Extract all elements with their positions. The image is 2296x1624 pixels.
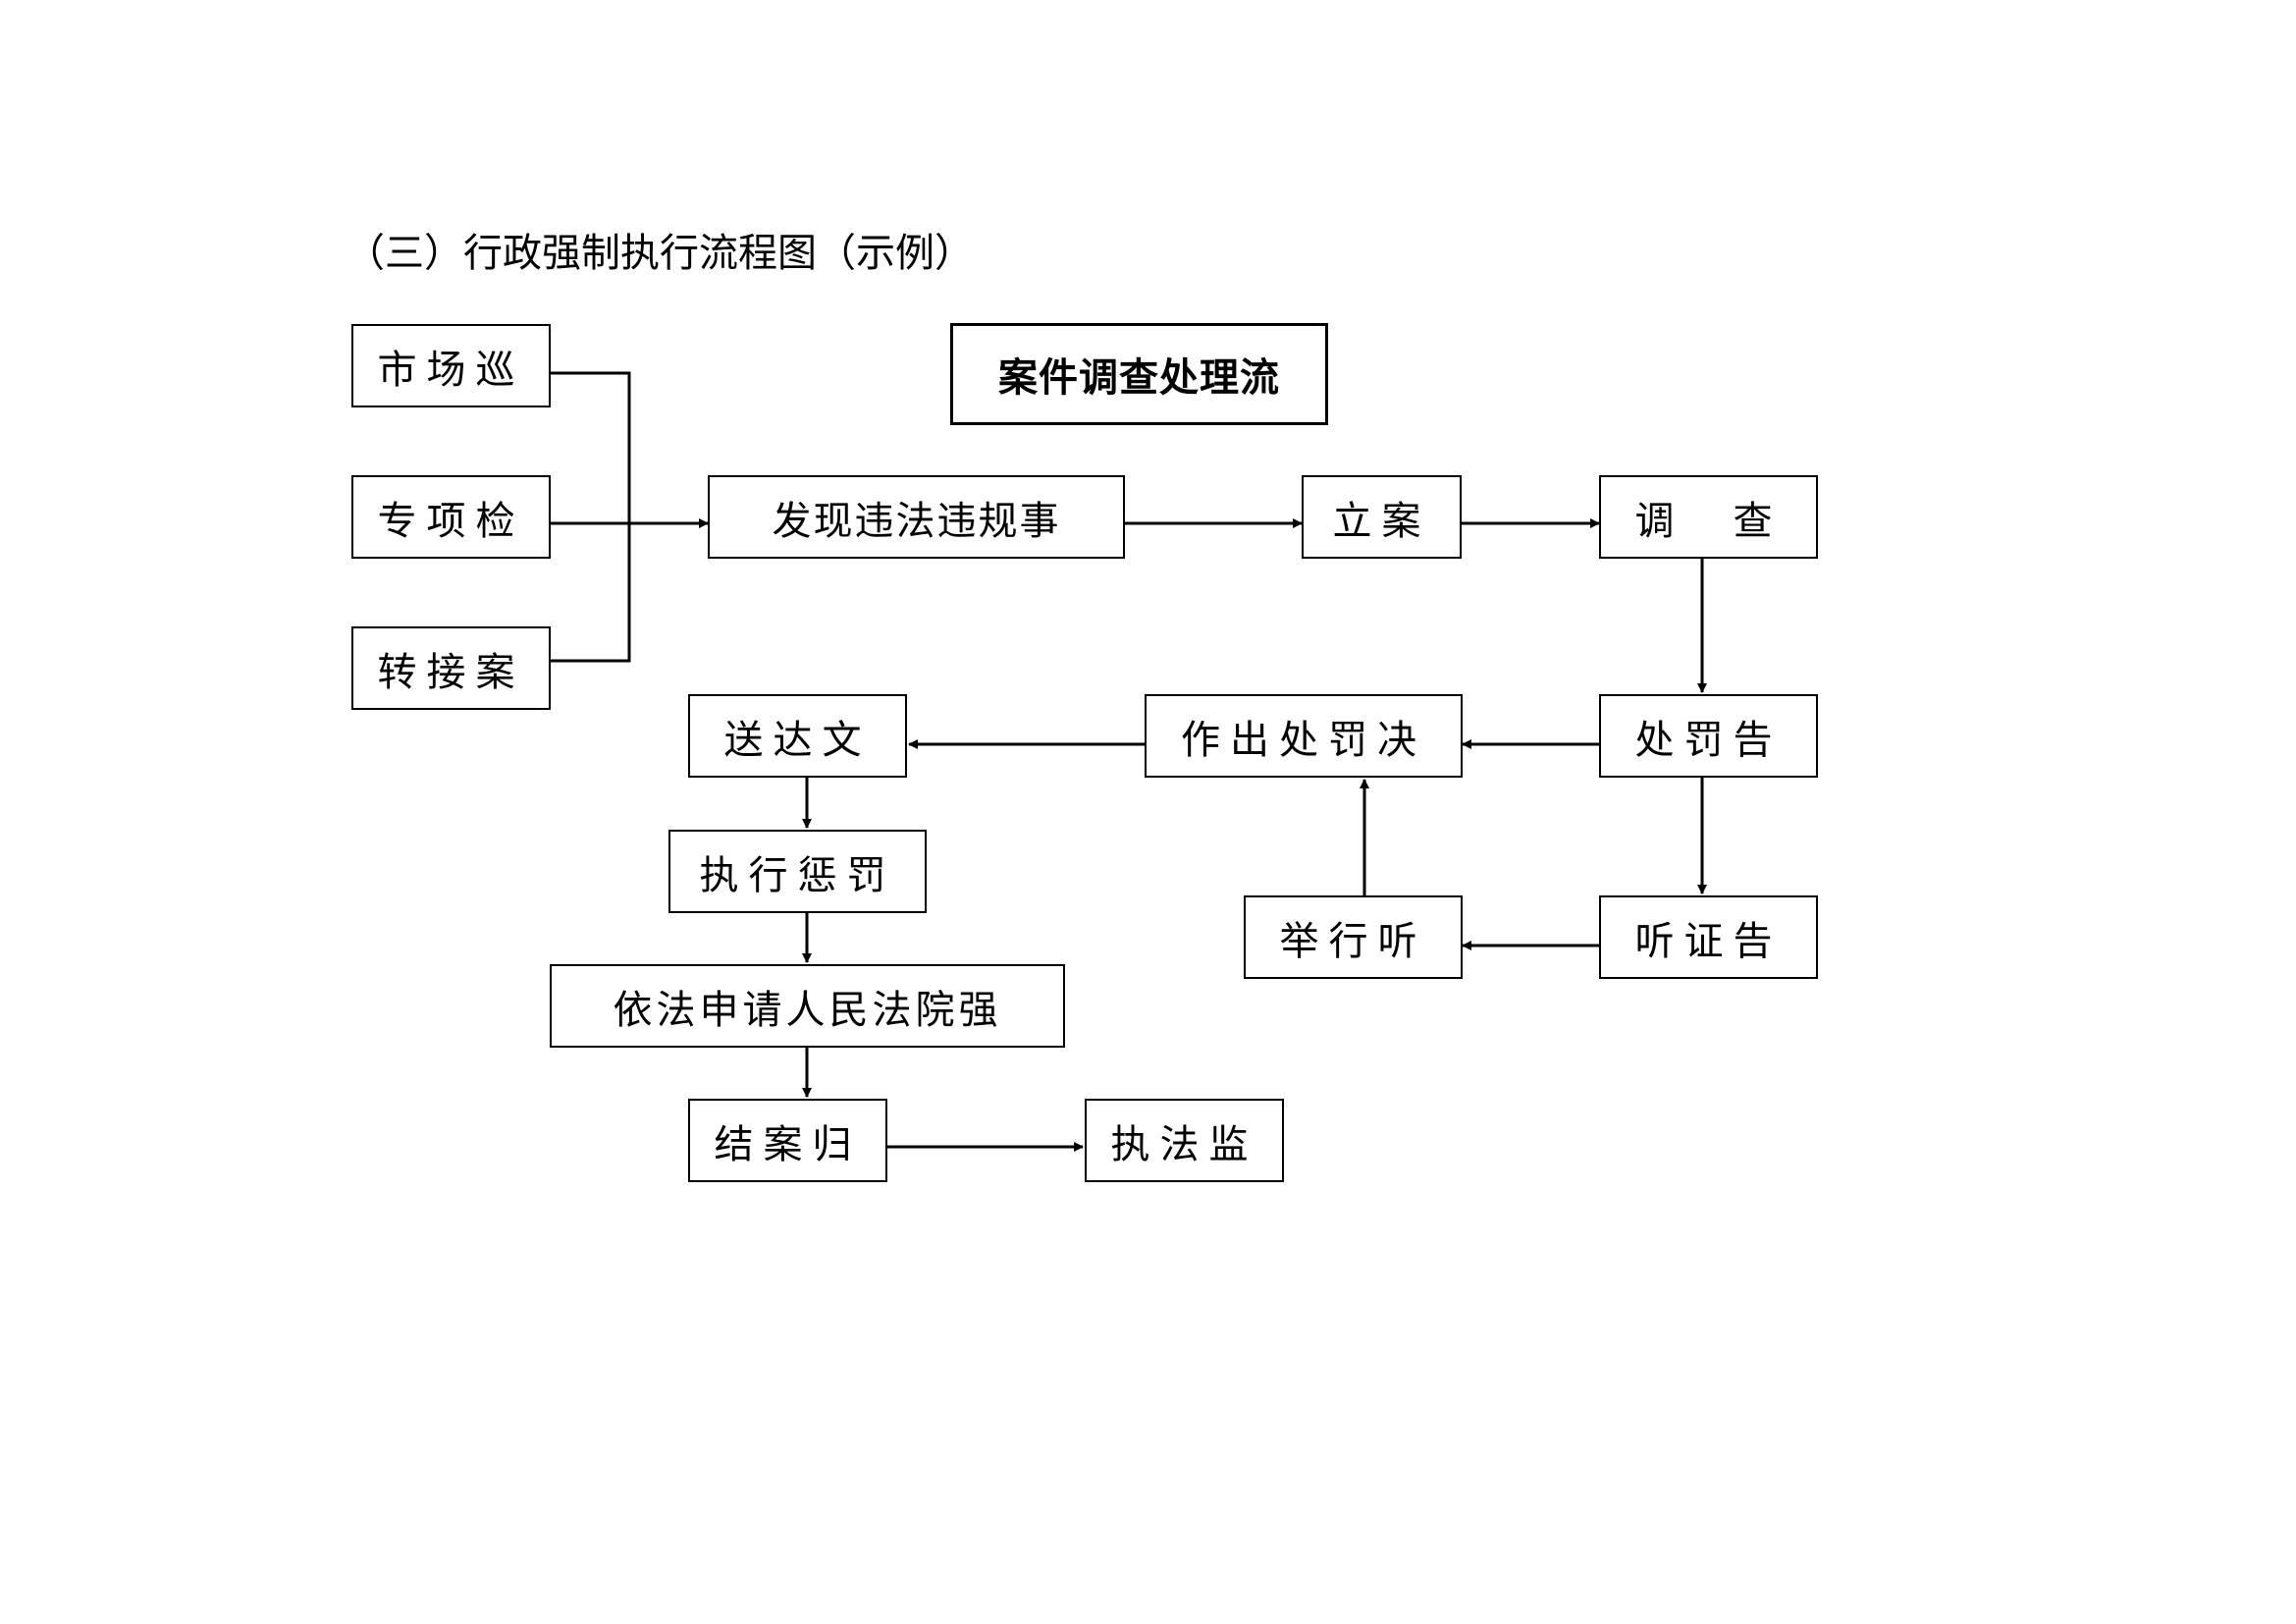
- hearing-notice-box: 听证告: [1599, 895, 1818, 979]
- deliver-document-box: 送达文: [688, 694, 907, 778]
- market-patrol-label: 市场巡: [377, 347, 525, 393]
- execute-penalty-label: 执行惩罚: [699, 852, 896, 898]
- transfer-case-box: 转接案: [351, 626, 551, 710]
- heading-box: 案件调查处理流: [950, 323, 1328, 425]
- execute-penalty-box: 执行惩罚: [668, 830, 927, 913]
- market-patrol-box: 市场巡: [351, 324, 551, 407]
- discover-violation-box: 发现违法违规事: [708, 475, 1125, 559]
- penalty-notice-label: 处罚告: [1634, 717, 1783, 763]
- connector-market-patrol-to-bus: [550, 371, 631, 523]
- deliver-document-label: 送达文: [723, 717, 872, 763]
- investigate-box: 调 查: [1599, 475, 1818, 559]
- hearing-notice-label: 听证告: [1634, 918, 1783, 964]
- special-inspection-box: 专项检: [351, 475, 551, 559]
- register-case-box: 立案: [1302, 475, 1462, 559]
- penalty-decision-box: 作出处罚决: [1145, 694, 1463, 778]
- special-inspection-label: 专项检: [377, 498, 525, 544]
- close-case-box: 结案归: [688, 1099, 887, 1182]
- penalty-notice-box: 处罚告: [1599, 694, 1818, 778]
- apply-court-label: 依法申请人民法院强: [613, 987, 1002, 1033]
- investigate-label: 调 查: [1634, 498, 1783, 544]
- penalty-decision-label: 作出处罚决: [1181, 717, 1426, 763]
- supervision-label: 执法监: [1110, 1121, 1258, 1167]
- page-title: （三）行政强制执行流程图（示例）: [346, 231, 974, 276]
- hold-hearing-label: 举行听: [1279, 918, 1427, 964]
- transfer-case-label: 转接案: [377, 649, 525, 695]
- close-case-label: 结案归: [714, 1121, 862, 1167]
- supervision-box: 执法监: [1085, 1099, 1284, 1182]
- heading-label: 案件调查处理流: [998, 355, 1280, 401]
- connector-transfer-case-to-bus: [550, 523, 631, 663]
- apply-court-box: 依法申请人民法院强: [550, 964, 1065, 1048]
- discover-violation-label: 发现违法违规事: [772, 498, 1061, 544]
- register-case-label: 立案: [1332, 498, 1431, 544]
- hold-hearing-box: 举行听: [1244, 895, 1463, 979]
